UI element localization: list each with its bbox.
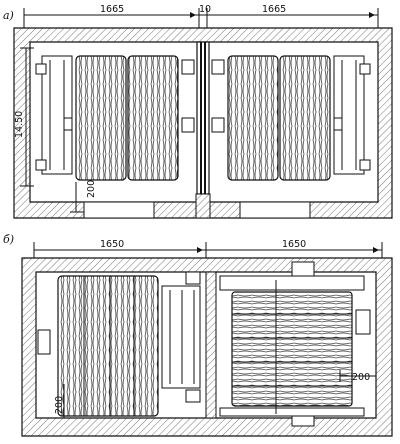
- bottom-right-side-dimension: [339, 370, 376, 382]
- top-right-stack-2: [279, 55, 331, 181]
- top-dim-gap: 10: [199, 4, 211, 15]
- bottom-dim-right-side: 200: [352, 372, 370, 383]
- top-left-stack-2: [127, 55, 179, 181]
- bottom-left-stack: [57, 275, 159, 417]
- top-right-stack-1: [227, 55, 279, 181]
- bottom-left-heater: [37, 271, 201, 403]
- top-left-stack-1: [75, 55, 127, 181]
- top-dim-height: 14.50: [14, 111, 25, 138]
- bottom-dim-left: 1650: [100, 239, 124, 250]
- bottom-right-rails: [219, 261, 371, 427]
- top-fan-right-upper: [211, 59, 225, 75]
- top-fan-left-upper: [181, 59, 195, 75]
- bottom-view-marker: б): [3, 233, 14, 246]
- top-view: а) 1665 10 1665: [3, 4, 393, 219]
- bottom-view: б) 1650 1650: [3, 233, 393, 437]
- top-left-heater: [35, 55, 73, 175]
- top-dim-left: 1665: [100, 4, 124, 15]
- bottom-dimension-line: [33, 242, 383, 264]
- top-center-partition: [195, 41, 211, 219]
- top-dim-base: 200: [86, 180, 97, 198]
- bottom-left-base-dimension: [58, 384, 72, 419]
- top-base-dimension: [70, 182, 84, 213]
- top-fan-left-lower: [181, 117, 195, 133]
- top-view-marker: а): [3, 9, 14, 22]
- bottom-dim-left-base: 200: [54, 396, 65, 414]
- top-height-dimension: [20, 47, 34, 187]
- top-dim-right: 1665: [262, 4, 286, 15]
- top-right-heater: [333, 55, 371, 175]
- top-chamber-wall: [13, 27, 393, 219]
- top-dimension-line: [23, 8, 379, 32]
- top-fan-right-lower: [211, 117, 225, 133]
- bottom-right-stack: [231, 291, 353, 407]
- bottom-dim-right: 1650: [282, 239, 306, 250]
